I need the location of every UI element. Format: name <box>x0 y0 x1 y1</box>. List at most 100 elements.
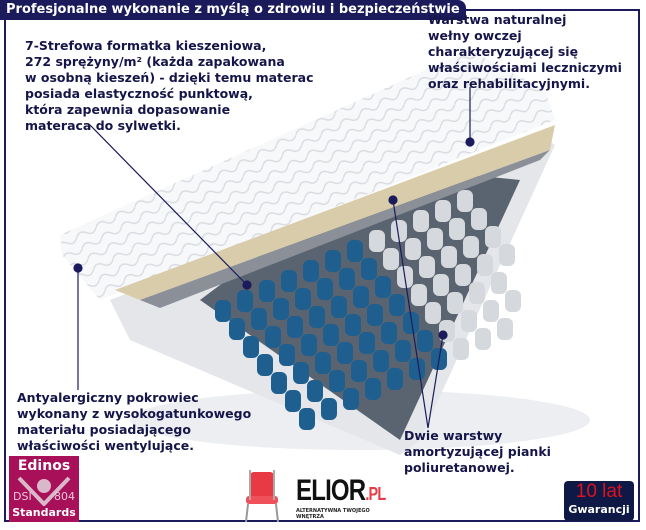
spring <box>271 372 287 394</box>
spring <box>475 328 491 350</box>
elior-logo: ELIOR.PL ALTERNATYWNA TWOJEGO WNĘTRZA <box>240 466 390 526</box>
spring <box>491 272 507 294</box>
spring <box>375 276 391 298</box>
spring <box>353 286 369 308</box>
spring <box>359 332 375 354</box>
annotation-springs: 7-Strefowa formatka kieszeniowa, 272 spr… <box>25 38 314 133</box>
spring <box>257 354 273 376</box>
spring <box>505 290 521 312</box>
spring <box>347 240 363 262</box>
spring <box>387 368 403 390</box>
spring <box>331 296 347 318</box>
spring <box>321 398 337 420</box>
spring <box>273 298 289 320</box>
spring <box>373 350 389 372</box>
spring <box>303 260 319 282</box>
edinos-title: Edinos <box>17 458 71 474</box>
annotation-wool: Warstwa naturalnej wełny owczej charakte… <box>428 12 622 91</box>
spring <box>285 390 301 412</box>
spring <box>329 370 345 392</box>
spring <box>339 268 355 290</box>
spring <box>409 358 425 380</box>
spring <box>435 200 451 222</box>
springs <box>215 190 521 430</box>
spring <box>317 278 333 300</box>
spring <box>463 236 479 258</box>
edinos-dsi: DSI <box>13 490 32 503</box>
spring <box>345 314 361 336</box>
spring <box>427 228 443 250</box>
spring <box>471 208 487 230</box>
spring <box>265 326 281 348</box>
spring <box>309 306 325 328</box>
spring <box>367 304 383 326</box>
spring <box>325 250 341 272</box>
spring <box>259 280 275 302</box>
spring <box>417 330 433 352</box>
spring <box>477 254 493 276</box>
spring <box>301 334 317 356</box>
spring <box>251 308 267 330</box>
logo-tagline: ALTERNATYWNA TWOJEGO WNĘTRZA <box>296 508 370 520</box>
logo-name: ELIOR <box>296 474 366 507</box>
spring <box>287 316 303 338</box>
spring <box>499 244 515 266</box>
page-title: Profesjonalne wykonanie z myślą o zdrowi… <box>0 0 466 20</box>
spring <box>383 248 399 270</box>
logo-suffix: .PL <box>365 484 386 504</box>
spring <box>215 300 231 322</box>
spring <box>307 380 323 402</box>
spring <box>281 270 297 292</box>
edinos-804: 804 <box>54 490 75 503</box>
spring <box>405 238 421 260</box>
spring <box>299 408 315 430</box>
spring <box>381 322 397 344</box>
spring <box>343 388 359 410</box>
spring <box>497 318 513 340</box>
spring <box>391 220 407 242</box>
spring <box>433 274 449 296</box>
spring <box>411 284 427 306</box>
edinos-standards: Standards <box>12 506 76 519</box>
wool-layer <box>115 125 555 300</box>
spring <box>365 378 381 400</box>
spring <box>457 190 473 212</box>
chair-icon <box>245 470 279 523</box>
spring <box>425 302 441 324</box>
spring <box>361 258 377 280</box>
edinos-badge: Edinos DSI 804 Standards <box>9 456 79 522</box>
spring <box>337 342 353 364</box>
spring <box>237 290 253 312</box>
spring <box>395 340 411 362</box>
annotation-cover: Antyalergiczny pokrowiec wykonany z wyso… <box>17 390 252 453</box>
spring <box>243 336 259 358</box>
spring <box>441 246 457 268</box>
spring <box>447 292 463 314</box>
spring <box>461 310 477 332</box>
spring <box>403 312 419 334</box>
spring <box>413 210 429 232</box>
spring <box>453 338 469 360</box>
spring <box>485 226 501 248</box>
spring <box>295 288 311 310</box>
spring <box>369 230 385 252</box>
guarantee-years: 10 lat <box>575 481 623 502</box>
annotation-foam: Dwie warstwy amortyzującej pianki poliur… <box>404 428 551 475</box>
spring <box>469 282 485 304</box>
guarantee-label: Gwarancji <box>568 503 630 516</box>
spring <box>419 256 435 278</box>
spring <box>293 362 309 384</box>
spring <box>351 360 367 382</box>
spring <box>323 324 339 346</box>
spring <box>455 264 471 286</box>
spring <box>279 344 295 366</box>
guarantee-badge: 10 lat Gwarancji <box>564 481 634 521</box>
spring <box>483 300 499 322</box>
foam-layer <box>140 150 550 308</box>
spring <box>389 294 405 316</box>
spring <box>315 352 331 374</box>
spring <box>229 318 245 340</box>
edinos-v-icon <box>17 476 71 506</box>
